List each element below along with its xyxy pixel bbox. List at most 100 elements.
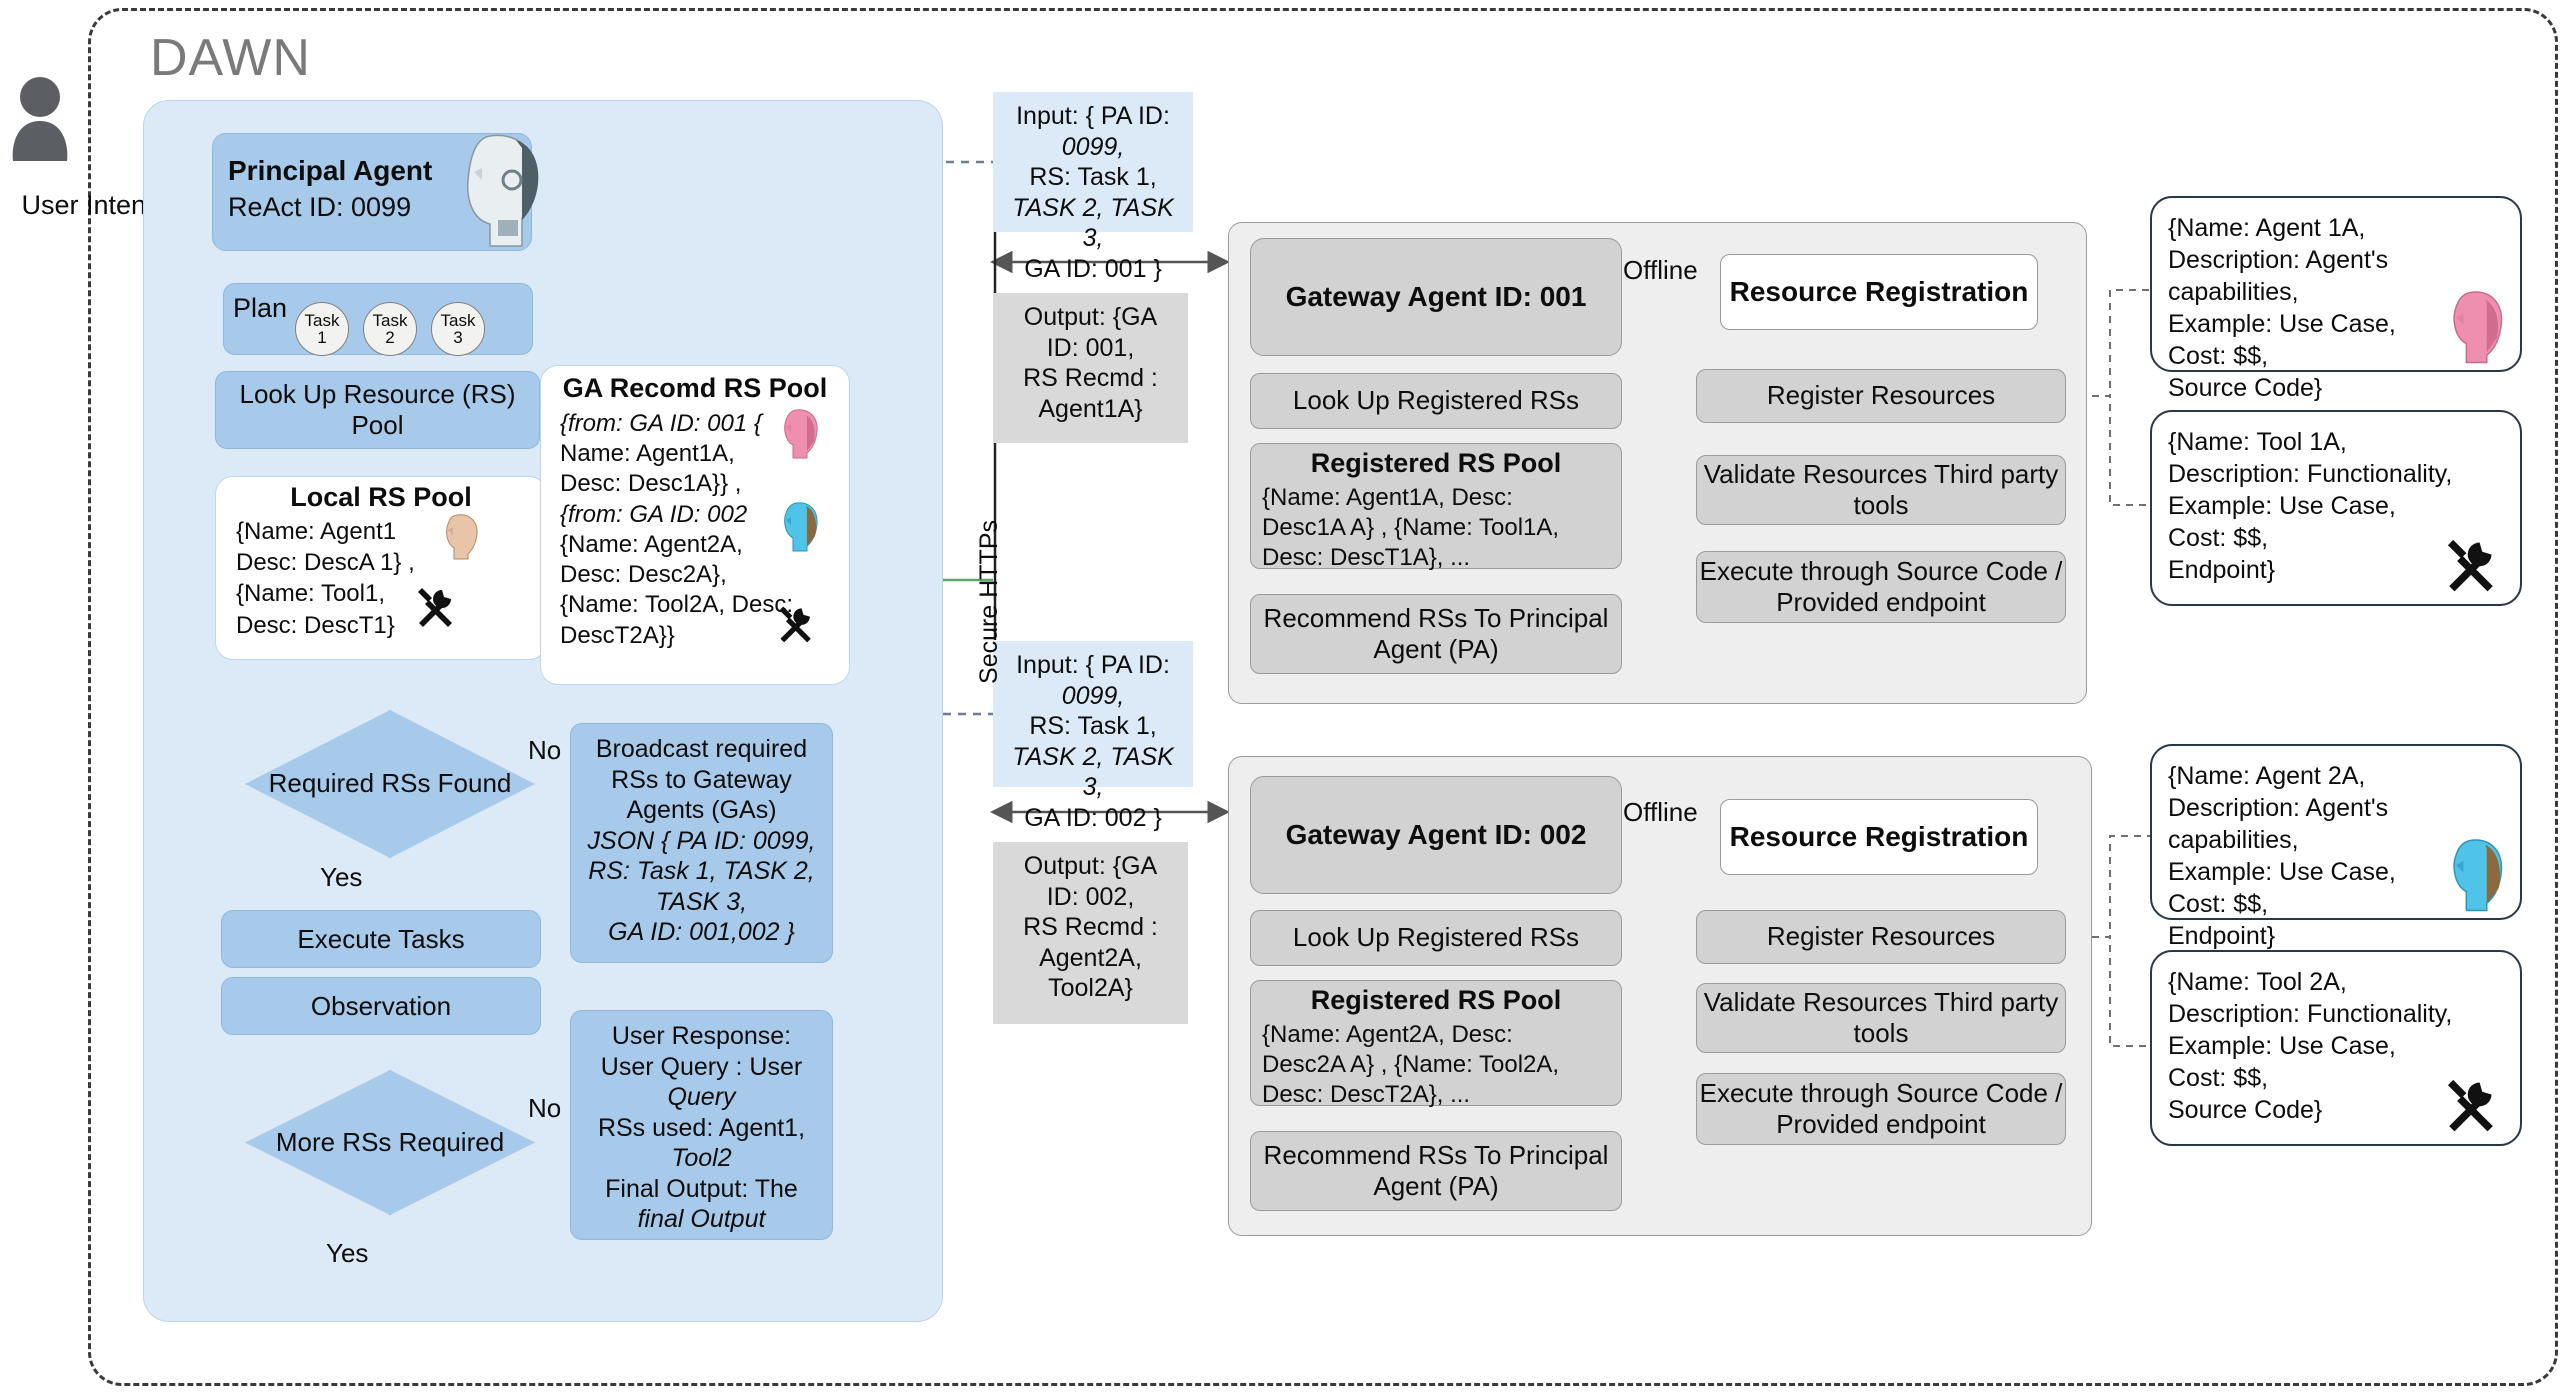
response-line-6: Final Output: The (605, 1174, 798, 1203)
card-line: Example: Use Case, (2168, 310, 2396, 338)
look-up-resource-pool-box[interactable]: Look Up Resource (RS) Pool (215, 371, 540, 449)
card-line: Source Code} (2168, 374, 2323, 402)
offline-label-002: Offline (1623, 797, 1698, 827)
local-rs-pool-title: Local RS Pool (290, 482, 472, 512)
resource-card-tool-2a[interactable]: {Name: Tool 2A, Description: Functionali… (2150, 950, 2522, 1146)
validate-resources-001[interactable]: Validate Resources Third party tools (1696, 455, 2066, 525)
card-line: Cost: $$, (2168, 1064, 2269, 1092)
robot-head-icon (466, 134, 539, 247)
tools-icon (418, 587, 452, 627)
local-pool-line-3: {Name: Tool1, (236, 580, 385, 608)
register-resources-001[interactable]: Register Resources (1696, 369, 2066, 423)
card-line: Cost: $$, (2168, 342, 2269, 370)
ga-pool-line-7: {Name: Tool2A, Desc: (560, 591, 794, 619)
card-line: Cost: $$, (2168, 890, 2269, 918)
msg-line: RS Recmd : (1023, 364, 1158, 392)
task-node-2[interactable]: Task 2 (363, 302, 417, 356)
msg-line: Output: {GA (1023, 852, 1158, 880)
ga-001-registered-rs-pool[interactable] (1250, 443, 1622, 569)
card-line: Description: Agent's capabilities, (2168, 246, 2389, 306)
card-line: Description: Functionality, (2168, 1000, 2453, 1028)
card-line: Source Code} (2168, 1096, 2323, 1124)
resource-registration-001-title: Resource Registration (1720, 254, 2038, 330)
card-line: Endpoint} (2168, 556, 2276, 584)
ga-pool-line-5: {Name: Agent2A, (560, 530, 743, 558)
register-resources-002[interactable]: Register Resources (1696, 910, 2066, 964)
gateway-agent-001-header[interactable]: Gateway Agent ID: 001 (1250, 238, 1622, 356)
resource-card-tool-1a[interactable]: {Name: Tool 1A, Description: Functionali… (2150, 410, 2522, 606)
broadcast-line-5: RS: Task 1, TASK 2, (588, 857, 815, 885)
ga-002-registered-rs-pool[interactable] (1250, 980, 1622, 1106)
gateway-agent-002-header[interactable]: Gateway Agent ID: 002 (1250, 776, 1622, 894)
user-response-box[interactable]: User Response: User Query : User Query R… (570, 1010, 833, 1240)
broadcast-line-4: JSON { PA ID: 0099, (587, 826, 816, 855)
task-node-number: 1 (317, 328, 327, 347)
broadcast-required-rs-box[interactable]: Broadcast required RSs to Gateway Agents… (570, 723, 833, 963)
broadcast-line-6: TASK 3, (655, 887, 748, 916)
plan-label: Plan (233, 293, 288, 323)
msg-line: Agent2A, (1039, 943, 1142, 972)
msg-line: 0099, (1061, 681, 1125, 710)
msg-line: RS: Task 1, (1029, 163, 1157, 191)
msg-line: TASK 2, TASK 3, (1012, 742, 1174, 802)
page-title: DAWN (150, 29, 311, 87)
msg-line: ID: 002, (1046, 882, 1135, 911)
execute-through-source-001[interactable]: Execute through Source Code / Provided e… (1696, 551, 2066, 623)
resource-card-agent-2a[interactable]: {Name: Agent 2A, Description: Agent's ca… (2150, 744, 2522, 950)
pink-agent-head-icon (2453, 291, 2503, 364)
local-rs-pool-box[interactable] (215, 476, 547, 660)
ga-001-lookup-registered-rs[interactable]: Look Up Registered RSs (1250, 373, 1622, 429)
local-pool-line-1: {Name: Agent1 (236, 518, 397, 545)
ga-002-recommend-rs-box[interactable]: Recommend RSs To Principal Agent (PA) (1250, 1131, 1622, 1211)
response-line-5: Tool2 (671, 1144, 732, 1172)
msg-line: 0099, (1061, 132, 1125, 161)
observation-box[interactable]: Observation (221, 977, 541, 1035)
dawn-system-boundary (88, 8, 2558, 1386)
pool-line: {Name: Agent2A, Desc: (1262, 1021, 1513, 1048)
validate-resources-002[interactable]: Validate Resources Third party tools (1696, 983, 2066, 1053)
response-line-4: RSs used: Agent1, (597, 1113, 806, 1142)
task-node-label: Task (440, 311, 476, 330)
ga-pool-line-3: Desc: Desc1A}} , (560, 470, 742, 498)
secure-https-label: Secure HTTPs (975, 520, 1003, 684)
task-node-label: Task (304, 311, 340, 330)
card-line: Description: Functionality, (2168, 460, 2453, 488)
response-line-3: Query (667, 1083, 736, 1111)
offline-label-001: Offline (1623, 255, 1698, 285)
tools-icon (2447, 1079, 2493, 1132)
ga-recommended-rs-pool-body: {from: GA ID: 001 { Name: Agent1A, Desc:… (560, 409, 850, 651)
msg-line: RS Recmd : (1023, 913, 1158, 941)
msg-line: Input: { PA ID: (1016, 651, 1170, 679)
broadcast-line-1: Broadcast required (595, 735, 808, 763)
resource-registration-002-title: Resource Registration (1720, 799, 2038, 875)
ga-001-recommend-rs-box[interactable]: Recommend RSs To Principal Agent (PA) (1250, 594, 1622, 674)
execute-tasks-box[interactable]: Execute Tasks (221, 910, 541, 968)
tools-icon (2447, 539, 2493, 592)
msg-line: TASK 2, TASK 3, (1012, 193, 1174, 253)
card-line: {Name: Tool 1A, (2168, 428, 2347, 456)
msg-line: Output: {GA (1023, 303, 1158, 331)
ga-pool-line-2: Name: Agent1A, (560, 440, 735, 468)
principal-agent-title: Principal Agent (228, 155, 433, 186)
pool-line: Desc: DescT2A}, ... (1262, 1081, 1471, 1108)
edge-label-yes-more: Yes (326, 1238, 369, 1268)
agent-head-icon (446, 514, 478, 560)
execute-through-source-002[interactable]: Execute through Source Code / Provided e… (1696, 1073, 2066, 1145)
task-node-3[interactable]: Task 3 (431, 302, 485, 356)
task-node-number: 2 (385, 328, 395, 347)
ga-001-registered-rs-pool-title: Registered RS Pool (1310, 448, 1562, 478)
card-line: {Name: Agent 2A, (2168, 762, 2366, 790)
ga-pool-line-8: DescT2A}} (560, 621, 675, 649)
msg-line: GA ID: 001 } (1024, 254, 1162, 283)
ga-recommended-rs-pool-title: GA Recomd RS Pool (562, 373, 828, 403)
msg-line: GA ID: 002 } (1024, 803, 1162, 832)
ga-002-registered-rs-pool-title: Registered RS Pool (1310, 985, 1562, 1015)
card-line: Cost: $$, (2168, 524, 2269, 552)
blue-agent-head-icon (2453, 839, 2503, 912)
resource-card-agent-1a[interactable]: {Name: Agent 1A, Description: Agent's ca… (2150, 196, 2522, 402)
response-line-7: final Output (637, 1205, 766, 1233)
ga-pool-line-6: Desc: Desc2A}, (560, 561, 727, 589)
ga-002-lookup-registered-rs[interactable]: Look Up Registered RSs (1250, 910, 1622, 966)
pink-agent-head-icon (784, 409, 818, 459)
task-node-1[interactable]: Task 1 (295, 302, 349, 356)
